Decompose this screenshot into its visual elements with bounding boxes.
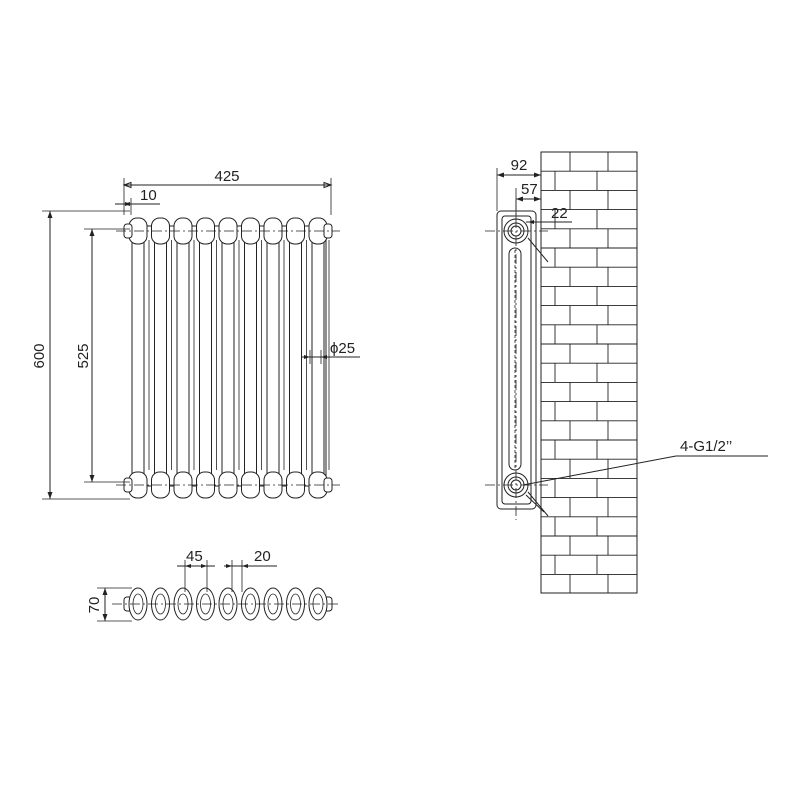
dim-pipe-size-22: 22 — [526, 205, 572, 224]
dim-wall-to-front-92: 92 — [496, 157, 542, 211]
tube-column-5 — [221, 225, 235, 487]
radiator-tube-columns — [131, 225, 330, 487]
dim-wall-to-pipe-57: 57 — [515, 181, 541, 219]
brick-wall — [540, 151, 638, 594]
tube-column-8 — [289, 225, 302, 487]
tube-column-9 — [311, 225, 325, 487]
dim-height-600: 600 — [31, 210, 130, 500]
dim-height-label: 600 — [31, 343, 48, 368]
dim-end-offset-10: 10 — [115, 187, 160, 215]
dim-depth-70: 70 — [86, 587, 132, 622]
dim-tube-diameter-label: ϕ25 — [330, 340, 355, 357]
tube-column-4 — [199, 225, 212, 487]
dim-width-label: 425 — [214, 168, 239, 185]
dim-depth-label: 70 — [86, 597, 103, 614]
side-view: 92 57 22 4-G1/2’’ — [485, 151, 768, 594]
dim-width-425: 425 — [122, 168, 333, 215]
dim-section-pitch-45: 45 — [177, 548, 215, 592]
tube-column-7 — [266, 225, 280, 487]
plan-view: 45 20 70 — [86, 548, 340, 622]
dim-wall-pipe-label: 57 — [521, 181, 538, 198]
front-view: 425 10 600 525 — [31, 168, 360, 500]
dim-section-gap-20: 20 — [224, 548, 277, 592]
radiator-side-profile — [485, 200, 549, 520]
tube-column-6 — [244, 225, 257, 487]
dim-wall-front-label: 92 — [511, 157, 528, 174]
dim-tube-diameter: ϕ25 — [302, 340, 360, 364]
dim-centres-label: 525 — [75, 343, 92, 368]
tube-column-1 — [131, 225, 145, 487]
connection-label: 4-G1/2’’ — [680, 438, 732, 455]
dim-pipe-size-label: 22 — [551, 205, 568, 222]
radiator-header-knuckles — [116, 217, 340, 499]
connection-callout: 4-G1/2’’ — [522, 438, 768, 486]
dim-gap-label: 20 — [254, 548, 271, 565]
tube-column-2 — [154, 225, 167, 487]
dim-end-offset-label: 10 — [140, 187, 157, 204]
dim-pitch-label: 45 — [186, 548, 203, 565]
tube-column-3 — [176, 225, 190, 487]
dim-centres-525: 525 — [75, 228, 130, 483]
